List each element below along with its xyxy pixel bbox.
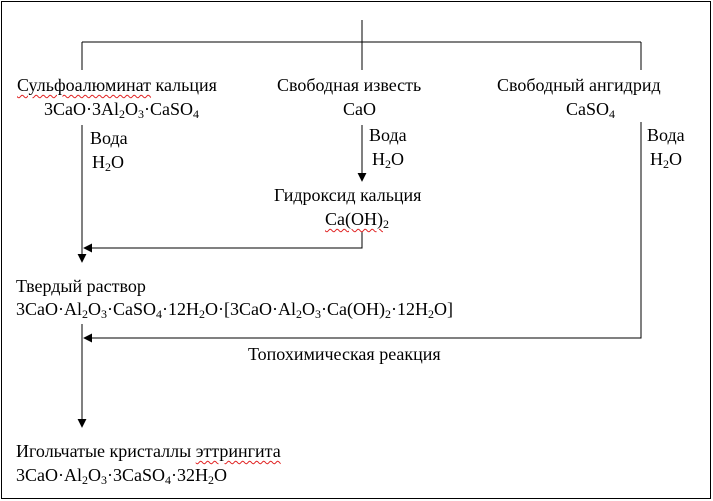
solid-solution-formula: 3CaO·Al2O3·CaSO4·12H2O·[3CaO·Al2O3·Ca(OH… <box>16 299 453 321</box>
sulfoaluminate-label: Сульфоалюминат кальция <box>17 74 217 96</box>
water-formula-middle: H2O <box>372 149 404 171</box>
water-formula-left: H2O <box>92 152 124 174</box>
ettringite-label-word: эттрингита <box>195 441 281 461</box>
water-formula-right: H2O <box>650 149 682 171</box>
calcium-hydroxide-label: Гидроксид кальция <box>274 185 422 205</box>
water-label-left: Вода <box>90 128 128 148</box>
free-lime-formula: CaO <box>343 99 376 119</box>
ettringite-formula: 3CaO·Al2O3·3CaSO4·32H2O <box>16 465 227 487</box>
solid-solution-label: Твердый раствор <box>16 276 146 296</box>
topochemical-reaction-label: Топохимическая реакция <box>248 344 441 364</box>
water-label-middle: Вода <box>369 125 407 145</box>
water-label-right: Вода <box>647 125 685 145</box>
ettringite-label-lead: Игольчатые кристаллы <box>16 441 196 461</box>
free-anhydride-label: Свободный ангидрид <box>497 75 661 95</box>
arrow-hydroxide-to-solid <box>83 232 363 253</box>
ettringite-label: Игольчатые кристаллы эттрингита <box>16 440 281 462</box>
arrow-anhydride-to-solid <box>83 122 642 343</box>
sulfoaluminate-label-rest: кальция <box>151 75 217 95</box>
sulfoaluminate-label-word: Сульфоалюминат <box>17 75 152 95</box>
free-lime-label: Свободная известь <box>277 75 422 95</box>
calcium-hydroxide-formula: Ca(OH)2 <box>325 209 389 231</box>
free-anhydride-formula: CaSO4 <box>566 99 616 121</box>
sulfoaluminate-formula: 3CaO·3Al2O3·CaSO4 <box>44 99 199 121</box>
